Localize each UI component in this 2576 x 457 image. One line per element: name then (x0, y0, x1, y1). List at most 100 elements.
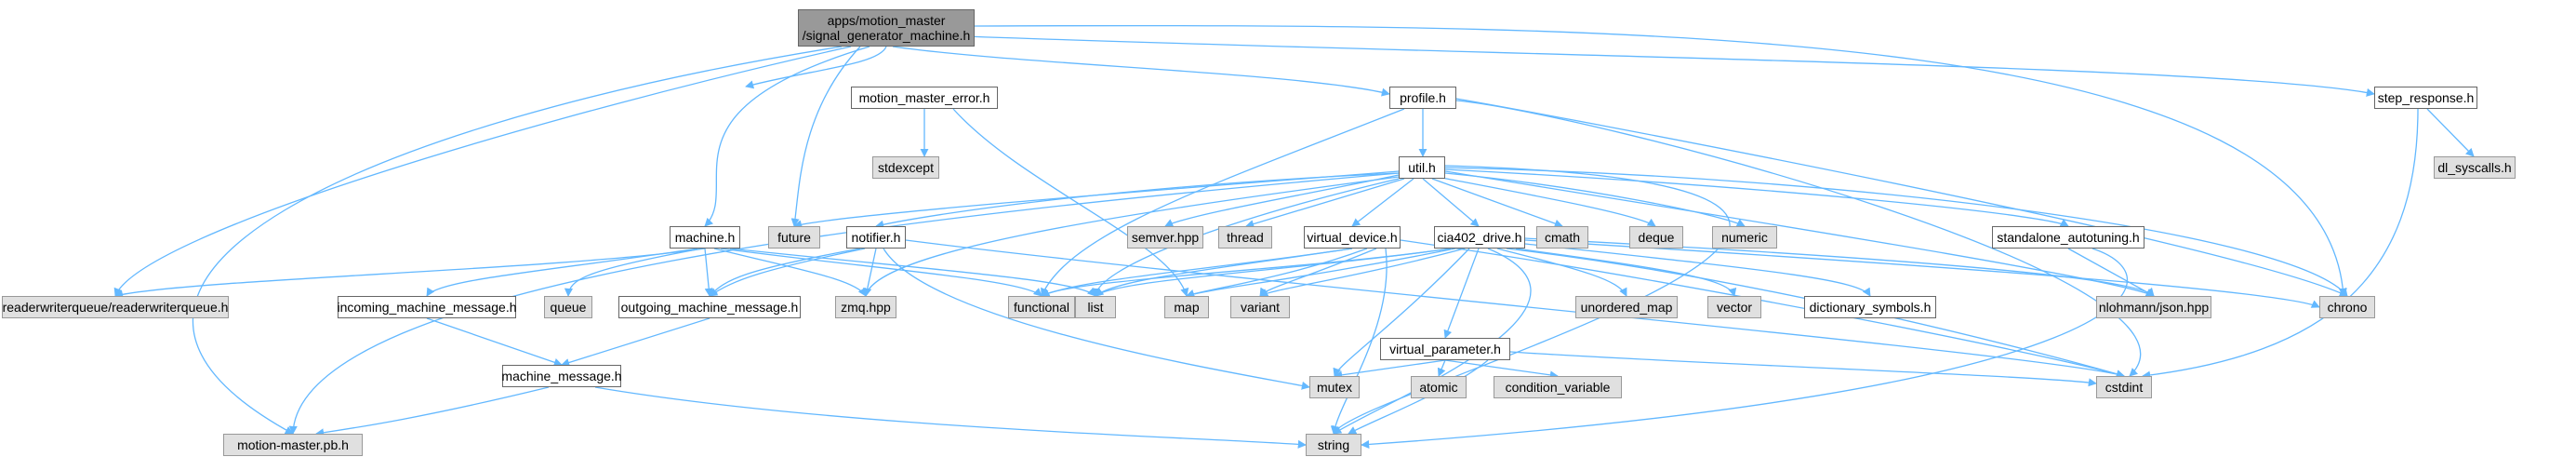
dependency-edge-67 (426, 317, 563, 367)
dependency-edge-19 (1164, 174, 1400, 227)
dependency-edge-38 (720, 248, 1042, 297)
dependency-edge-65 (1361, 248, 2128, 449)
dependency-edge-28 (1332, 165, 1731, 435)
node-list[interactable]: list (1075, 296, 1116, 318)
dependency-edge-40 (863, 248, 877, 297)
dependency-edge-20 (1245, 178, 1405, 229)
node-chrono[interactable]: chrono (2319, 296, 2375, 318)
dependency-edge-27 (1444, 167, 2348, 297)
node-virtual-parameter[interactable]: virtual_parameter.h (1380, 338, 1510, 360)
node-machine[interactable]: machine.h (670, 226, 740, 249)
node-variant[interactable]: variant (1230, 296, 1290, 318)
dependency-edge-59 (1524, 243, 1871, 297)
node-numeric[interactable]: numeric (1712, 226, 1777, 249)
dependency-edge-34 (426, 248, 698, 297)
dependency-edge-54 (1259, 248, 1466, 297)
dependency-edge-66 (561, 317, 710, 367)
dependency-edge-18 (875, 172, 1400, 229)
node-unordered-map[interactable]: unordered_map (1575, 296, 1678, 318)
dependency-edge-15 (2426, 108, 2475, 157)
dependency-edge-72 (1444, 359, 1559, 380)
dependency-edge-43 (883, 248, 1310, 390)
dependency-edge-23 (1431, 178, 1563, 228)
node-profile[interactable]: profile.h (1389, 87, 1456, 109)
node-signal-generator-machine[interactable]: apps/motion_master /signal_generator_mac… (798, 9, 975, 47)
dependency-edge-12 (1455, 100, 2142, 377)
dependency-edge-73 (1348, 359, 1489, 435)
dependency-edge-74 (1509, 351, 2097, 387)
node-semver[interactable]: semver.hpp (1127, 226, 1203, 249)
node-root-line1: apps/motion_master (827, 13, 946, 28)
node-incoming-machine-message[interactable]: incoming_machine_message.h (338, 296, 517, 318)
dependency-edge-47 (1186, 248, 1368, 298)
dependency-edge-49 (1330, 248, 1388, 435)
node-atomic[interactable]: atomic (1411, 376, 1467, 398)
node-thread[interactable]: thread (1218, 226, 1272, 249)
dependency-edge-53 (1186, 248, 1456, 298)
node-root-line2: /signal_generator_machine.h (802, 28, 971, 43)
dependency-edge-17 (793, 170, 1400, 229)
dependency-edge-33 (114, 248, 706, 299)
dependency-edge-58 (1515, 248, 1737, 297)
node-virtual-device[interactable]: virtual_device.h (1304, 226, 1401, 249)
node-notifier[interactable]: notifier.h (846, 226, 906, 249)
dependency-edge-57 (1496, 248, 1627, 297)
dependency-edge-1 (745, 46, 887, 89)
node-mutex[interactable]: mutex (1309, 376, 1360, 398)
node-util[interactable]: util.h (1399, 156, 1445, 179)
dependency-edge-5 (704, 46, 870, 227)
dependency-edge-14 (1041, 108, 1405, 297)
node-cia402-drive[interactable]: cia402_drive.h (1434, 226, 1525, 249)
node-condition-variable[interactable]: condition_variable (1494, 376, 1622, 398)
dependency-edge-7 (113, 46, 852, 297)
dependency-edge-52 (1095, 248, 1452, 297)
node-map[interactable]: map (1164, 296, 1209, 318)
node-standalone-autotuning[interactable]: standalone_autotuning.h (1992, 226, 2144, 249)
dependency-edge-48 (1259, 248, 1377, 297)
dependency-edge-13 (1450, 97, 2348, 297)
node-cstdint[interactable]: cstdint (2096, 376, 2152, 398)
node-vector[interactable]: vector (1707, 296, 1761, 318)
node-string[interactable]: string (1306, 434, 1361, 456)
node-cmath[interactable]: cmath (1536, 226, 1588, 249)
node-dl-syscalls[interactable]: dl_syscalls.h (2434, 156, 2516, 179)
node-future[interactable]: future (768, 226, 820, 249)
dependency-edge-41 (709, 248, 866, 297)
dependency-edge-21 (1351, 178, 1414, 227)
dependency-edge-4 (974, 24, 2347, 297)
dependency-edge-35 (564, 248, 703, 297)
dependency-edge-16 (2142, 108, 2419, 380)
node-queue[interactable]: queue (544, 296, 592, 318)
dependency-edge-61 (1524, 237, 2155, 297)
node-motion-master-error[interactable]: motion_master_error.h (851, 87, 998, 109)
dependency-edge-8 (192, 46, 843, 435)
dependency-edge-37 (713, 248, 867, 297)
dependency-edge-6 (790, 46, 861, 227)
dependency-edge-42 (709, 248, 861, 297)
dependency-edge-3 (938, 34, 2375, 97)
node-stdexcept[interactable]: stdexcept (872, 156, 939, 179)
dependency-edge-71 (1437, 359, 1446, 377)
dependency-edge-39 (729, 248, 1096, 297)
dependency-edge-46 (1095, 248, 1353, 297)
dependency-edge-70 (1334, 359, 1446, 380)
dependency-edge-55 (1333, 248, 1470, 377)
node-readerwriterqueue[interactable]: readerwriterqueue/readerwriterqueue.h (2, 296, 229, 318)
node-functional[interactable]: functional (1008, 296, 1075, 318)
node-dictionary-symbols[interactable]: dictionary_symbols.h (1804, 296, 1936, 318)
dependency-edge-69 (594, 386, 1307, 449)
dependency-edge-24 (1436, 176, 1656, 227)
node-deque[interactable]: deque (1629, 226, 1683, 249)
node-zmq[interactable]: zmq.hpp (835, 296, 896, 318)
dependency-edge-31 (288, 172, 1400, 435)
node-step-response[interactable]: step_response.h (2374, 87, 2477, 109)
node-outgoing-machine-message[interactable]: outgoing_machine_message.h (618, 296, 801, 318)
dependency-edge-56 (1443, 248, 1480, 339)
dependency-edge-2 (892, 46, 1390, 97)
dependency-edge-60 (1524, 239, 2320, 308)
node-nlohmann-json[interactable]: nlohmann/json.hpp (2096, 296, 2211, 318)
node-motion-master-pb[interactable]: motion-master.pb.h (223, 434, 363, 456)
node-machine-message[interactable]: machine_message.h (501, 365, 622, 387)
dependency-edge-26 (1444, 168, 2069, 227)
